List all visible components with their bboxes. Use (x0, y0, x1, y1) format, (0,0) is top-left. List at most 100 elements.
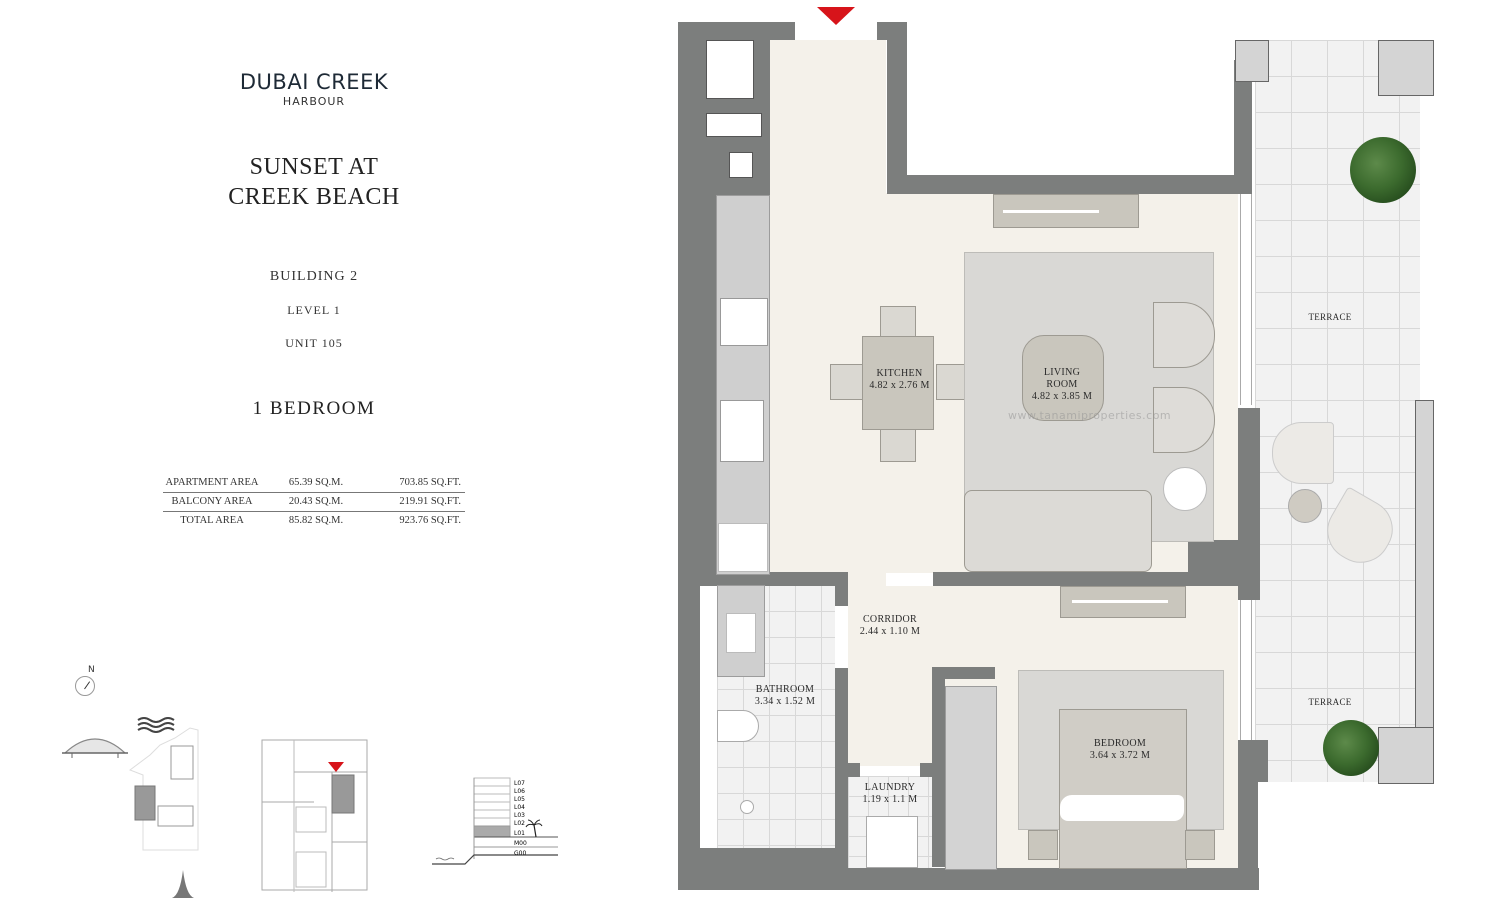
terrace-table (1288, 489, 1322, 523)
armchair (1153, 387, 1215, 453)
dining-chair (880, 428, 916, 462)
compass-icon (75, 676, 95, 696)
bathroom-label: BATHROOM 3.34 x 1.52 M (740, 684, 830, 708)
wall (1234, 60, 1252, 194)
bridge-icon (62, 738, 128, 758)
fridge-icon (718, 523, 768, 572)
building-label: BUILDING 2 (269, 269, 359, 284)
room-name: BEDROOM (1093, 738, 1147, 749)
room-name: LIVING (1043, 367, 1081, 378)
wall (932, 667, 995, 679)
wardrobe (945, 686, 997, 870)
level-label: LEVEL 1 (287, 303, 341, 317)
wall (829, 868, 1259, 890)
wall (1188, 540, 1248, 576)
bed-duvet (1060, 795, 1184, 821)
entrance-marker-icon (817, 7, 855, 25)
svg-text:M00: M00 (514, 840, 527, 847)
area-label: BALCONY AREA (163, 492, 261, 512)
water-waves-icon (137, 717, 175, 733)
table-row: TOTAL AREA 85.82 SQ.M. 923.76 SQ.FT. (163, 511, 465, 530)
wall (933, 572, 1243, 586)
terrace-pillar (1378, 727, 1434, 784)
washer-icon (866, 816, 918, 868)
nightstand (1185, 830, 1215, 860)
table-row: BALCONY AREA 20.43 SQ.M. 219.91 SQ.FT. (163, 492, 465, 512)
kitchen-label: KITCHEN 4.82 x 2.76 M (857, 368, 942, 392)
wall (887, 175, 1252, 194)
corridor-floor (848, 586, 948, 766)
highlighted-unit (331, 774, 355, 814)
coffee-table (1022, 335, 1104, 421)
terrace-chair (1272, 422, 1334, 484)
service-shaft (706, 113, 762, 137)
entrance-marker-icon (328, 762, 344, 772)
wall (700, 195, 716, 585)
room-name: LAUNDRY (864, 782, 916, 793)
svg-text:L04: L04 (514, 804, 525, 811)
room-name: ROOM (1046, 379, 1078, 390)
area-label: TOTAL AREA (163, 511, 261, 530)
terrace-pillar (1235, 40, 1269, 82)
wall (835, 586, 848, 606)
nightstand (1028, 830, 1058, 860)
watermark: www.tanamiproperties.com (1008, 409, 1172, 422)
unit-type-label: 1 BEDROOM (252, 398, 376, 419)
armchair (1153, 302, 1215, 368)
hob-icon (720, 298, 768, 346)
bedroom-label: BEDROOM 3.64 x 3.72 M (1075, 738, 1165, 762)
kitchen-counter (716, 195, 770, 575)
plant-icon (1350, 137, 1416, 203)
svg-text:L06: L06 (514, 788, 525, 795)
area-sqft: 219.91 SQ.FT. (371, 492, 465, 512)
sofa (964, 490, 1152, 572)
terrace-window (1240, 600, 1252, 740)
unit-label: UNIT 105 (285, 336, 343, 350)
wall (887, 22, 907, 194)
side-table-lamp (1163, 467, 1207, 511)
laundry-label: LAUNDRY 1.19 x 1.1 M (848, 782, 932, 806)
area-sqm: 65.39 SQ.M. (288, 477, 344, 488)
tower-icon (172, 870, 194, 898)
washbasin-icon (726, 613, 756, 653)
sink-icon (720, 400, 764, 462)
area-sqm: 85.82 SQ.M. (261, 511, 371, 530)
wall (835, 668, 848, 868)
wall (678, 848, 848, 890)
corridor-label: CORRIDOR 2.44 x 1.10 M (845, 614, 935, 638)
toilet-icon (717, 710, 759, 742)
room-dims: 4.82 x 3.85 M (1031, 391, 1093, 402)
living-room-label: LIVING ROOM 4.82 x 3.85 M (1017, 367, 1107, 403)
project-title-line2: CREEK BEACH (228, 184, 400, 210)
project-title-line1: SUNSET AT (249, 154, 379, 180)
floor-keyplan (261, 739, 368, 892)
room-dims: 3.64 x 3.72 M (1089, 750, 1151, 761)
table-row: APARTMENT AREA 65.39 SQ.M. 703.85 SQ.FT. (163, 474, 465, 493)
palm-tree-icon (525, 819, 543, 838)
room-dims: 3.34 x 1.52 M (754, 696, 816, 707)
dining-chair (880, 306, 916, 338)
wall (678, 22, 700, 890)
site-keyplan (62, 717, 199, 898)
wall (920, 763, 932, 777)
level-label: L07 (514, 780, 525, 787)
brand-name: DUBAI CREEK (239, 70, 389, 94)
highlighted-building (134, 785, 156, 821)
compass-north-label: N (88, 665, 95, 675)
terrace-pillar (1378, 40, 1434, 96)
svg-text:L01: L01 (514, 830, 525, 837)
dining-table (862, 336, 934, 430)
svg-text:L03: L03 (514, 812, 525, 819)
service-shaft (706, 40, 754, 99)
brand-subtitle: HARBOUR (282, 95, 346, 108)
highlighted-level (473, 825, 511, 838)
area-label: APARTMENT AREA (165, 477, 259, 488)
room-name: CORRIDOR (862, 614, 918, 625)
plant-icon (1323, 720, 1379, 776)
room-name: KITCHEN (876, 368, 923, 379)
room-dims: 1.19 x 1.1 M (862, 794, 918, 805)
room-name: BATHROOM (755, 684, 815, 695)
wall (700, 572, 848, 586)
service-shaft (729, 152, 753, 178)
terrace-label-top: TERRACE (1308, 312, 1352, 322)
